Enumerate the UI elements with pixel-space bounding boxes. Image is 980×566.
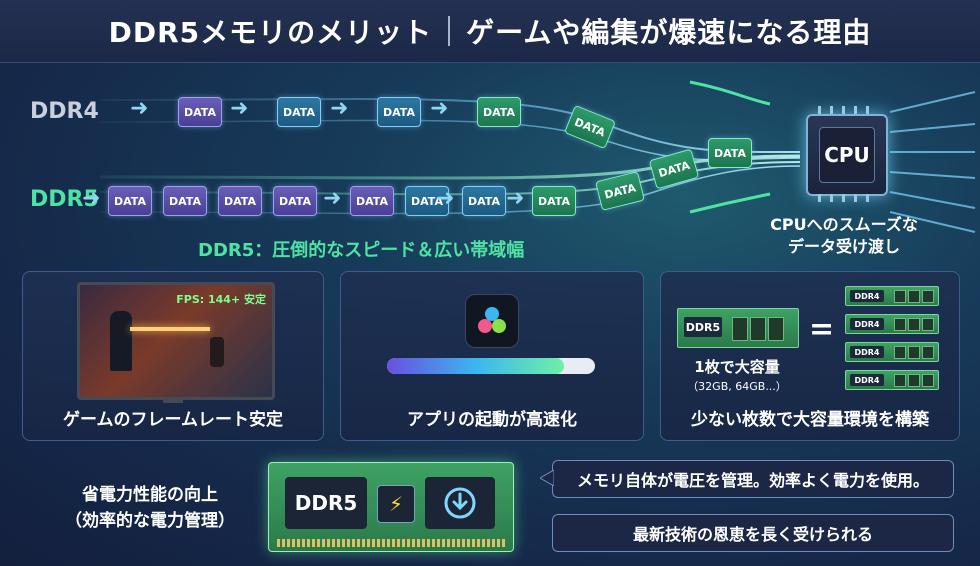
cpu-pin (842, 194, 845, 202)
ddr5-data-chip: DATA (218, 186, 262, 216)
progress-bar (387, 358, 595, 374)
memory-chip (750, 317, 766, 341)
cpu-pin (818, 194, 821, 202)
ddr4-data-chip: DATA (377, 97, 421, 127)
ddr5-data-chip: DATA (108, 186, 152, 216)
memory-chip (894, 374, 906, 387)
ddr5-arrow: ➜ (82, 186, 101, 211)
title-bar: DDR5メモリのメリット ゲームや編集が爆速になる理由 (0, 0, 980, 63)
page-title-left: DDR5メモリのメリット (108, 16, 433, 49)
memory-chip (908, 290, 920, 303)
ddr4-small-stick: DDR4 (845, 314, 939, 334)
ddr5-data-chip: DATA (708, 138, 752, 168)
cpu-pin (854, 106, 857, 114)
memory-chip (894, 290, 906, 303)
panel-capacity: DDR5 1枚で大容量 （32GB, 64GB...） = DDR4 DDR4 … (660, 271, 960, 441)
enemy-figure (210, 337, 224, 367)
ddr4-small-stick: DDR4 (845, 342, 939, 362)
ddr5-large-stick: DDR5 (677, 308, 799, 348)
memory-chip (908, 318, 920, 331)
cpu-caption-line2: データ受け渡し (787, 237, 900, 256)
panel-capacity-caption: 少ない枚数で大容量環境を構築 (691, 410, 929, 430)
panel-game: FPS: 144+ 安定 ゲームのフレームレート安定 (22, 271, 324, 441)
game-character (110, 311, 132, 371)
memory-chip (908, 374, 920, 387)
cpu-caption: CPUへのスムーズな データ受け渡し (744, 214, 944, 258)
ddr5-module-label: DDR5 (285, 477, 367, 529)
cpu-pin (830, 194, 833, 202)
ddr5-lane-label: DDR5 (30, 187, 99, 212)
memory-chip (922, 318, 934, 331)
download-panel (425, 477, 495, 529)
download-icon (444, 487, 476, 519)
memory-chip (768, 317, 784, 341)
ddr4-small-stick: DDR4 (845, 286, 939, 306)
ddr5-data-chip: DATA (163, 186, 207, 216)
cpu-pin (830, 106, 833, 114)
ddr4-stick-label: DDR4 (850, 346, 884, 358)
equals-sign: = (809, 312, 835, 347)
ddr5-arrow: ➜ (323, 186, 342, 211)
memory-chip (894, 318, 906, 331)
ddr4-data-chip: DATA (477, 97, 521, 127)
power-caption: 省電力性能の向上 （効率的な電力管理） (40, 482, 260, 534)
ddr4-arrow: ➜ (230, 96, 249, 121)
ddr5-arrow: ➜ (506, 186, 525, 211)
progress-fill (387, 358, 564, 374)
power-line2: （効率的な電力管理） (65, 511, 235, 531)
ddr4-small-stick: DDR4 (845, 370, 939, 390)
title-separator (448, 16, 451, 46)
ddr4-arrow: ➜ (130, 96, 149, 121)
laser-beam (130, 327, 210, 331)
lightning-icon: ⚡ (377, 485, 415, 523)
monitor-stand (163, 397, 183, 403)
cpu-label: CPU (819, 127, 875, 183)
ddr5-data-chip: DATA (405, 186, 449, 216)
ddr5-data-chip: DATA (462, 186, 506, 216)
memory-chip (732, 317, 748, 341)
monitor-screen: FPS: 144+ 安定 (77, 282, 275, 400)
ddr4-arrow: ➜ (330, 96, 349, 121)
ddr5-tagline: DDR5：圧倒的なスピード＆広い帯域幅 (198, 240, 525, 261)
page-title-right: ゲームや編集が爆速になる理由 (466, 16, 872, 49)
memory-chip (922, 346, 934, 359)
ddr4-data-chip: DATA (178, 97, 222, 127)
ddr5-module: DDR5 ⚡ (268, 462, 514, 552)
resolve-logo-icon (478, 307, 506, 333)
ddr4-stick-label: DDR4 (850, 318, 884, 330)
ddr4-data-chip: DATA (277, 97, 321, 127)
memory-chip (908, 346, 920, 359)
ddr5-data-chip: DATA (532, 186, 576, 216)
memory-chip (894, 346, 906, 359)
memory-chip (922, 290, 934, 303)
capacity-line1: 1枚で大容量 (694, 358, 780, 376)
cpu-pin (818, 106, 821, 114)
ddr5-large-stick-label: DDR5 (684, 317, 722, 337)
cpu-pin (866, 106, 869, 114)
gold-contacts (277, 539, 505, 547)
power-line1: 省電力性能の向上 (82, 485, 218, 505)
future-tech-bubble: 最新技術の恩恵を長く受けられる (552, 514, 954, 552)
app-icon (465, 294, 519, 348)
cpu-caption-line1: CPUへのスムーズな (770, 215, 918, 234)
voltage-bubble: メモリ自体が電圧を管理。効率よく電力を使用。 (552, 460, 954, 498)
bubble-pointer (540, 470, 554, 486)
panel-app-caption: アプリの起動が高速化 (407, 410, 577, 430)
ddr4-lane-label: DDR4 (30, 99, 99, 124)
ddr4-stick-label: DDR4 (850, 374, 884, 386)
cpu-pin (854, 194, 857, 202)
panel-app: アプリの起動が高速化 (340, 271, 644, 441)
memory-chip (922, 374, 934, 387)
ddr5-data-chip: DATA (350, 186, 394, 216)
cpu-pin (842, 106, 845, 114)
cpu-pin (866, 194, 869, 202)
cpu-chip: CPU (806, 114, 888, 196)
ddr5-data-chip: DATA (273, 186, 317, 216)
capacity-line2: （32GB, 64GB...） (687, 380, 787, 393)
ddr4-arrow: ➜ (430, 96, 449, 121)
fps-counter: FPS: 144+ 安定 (176, 293, 266, 306)
ddr4-stick-label: DDR4 (850, 290, 884, 302)
panel-game-caption: ゲームのフレームレート安定 (63, 410, 283, 430)
ddr5-arrow: ➜ (436, 186, 455, 211)
